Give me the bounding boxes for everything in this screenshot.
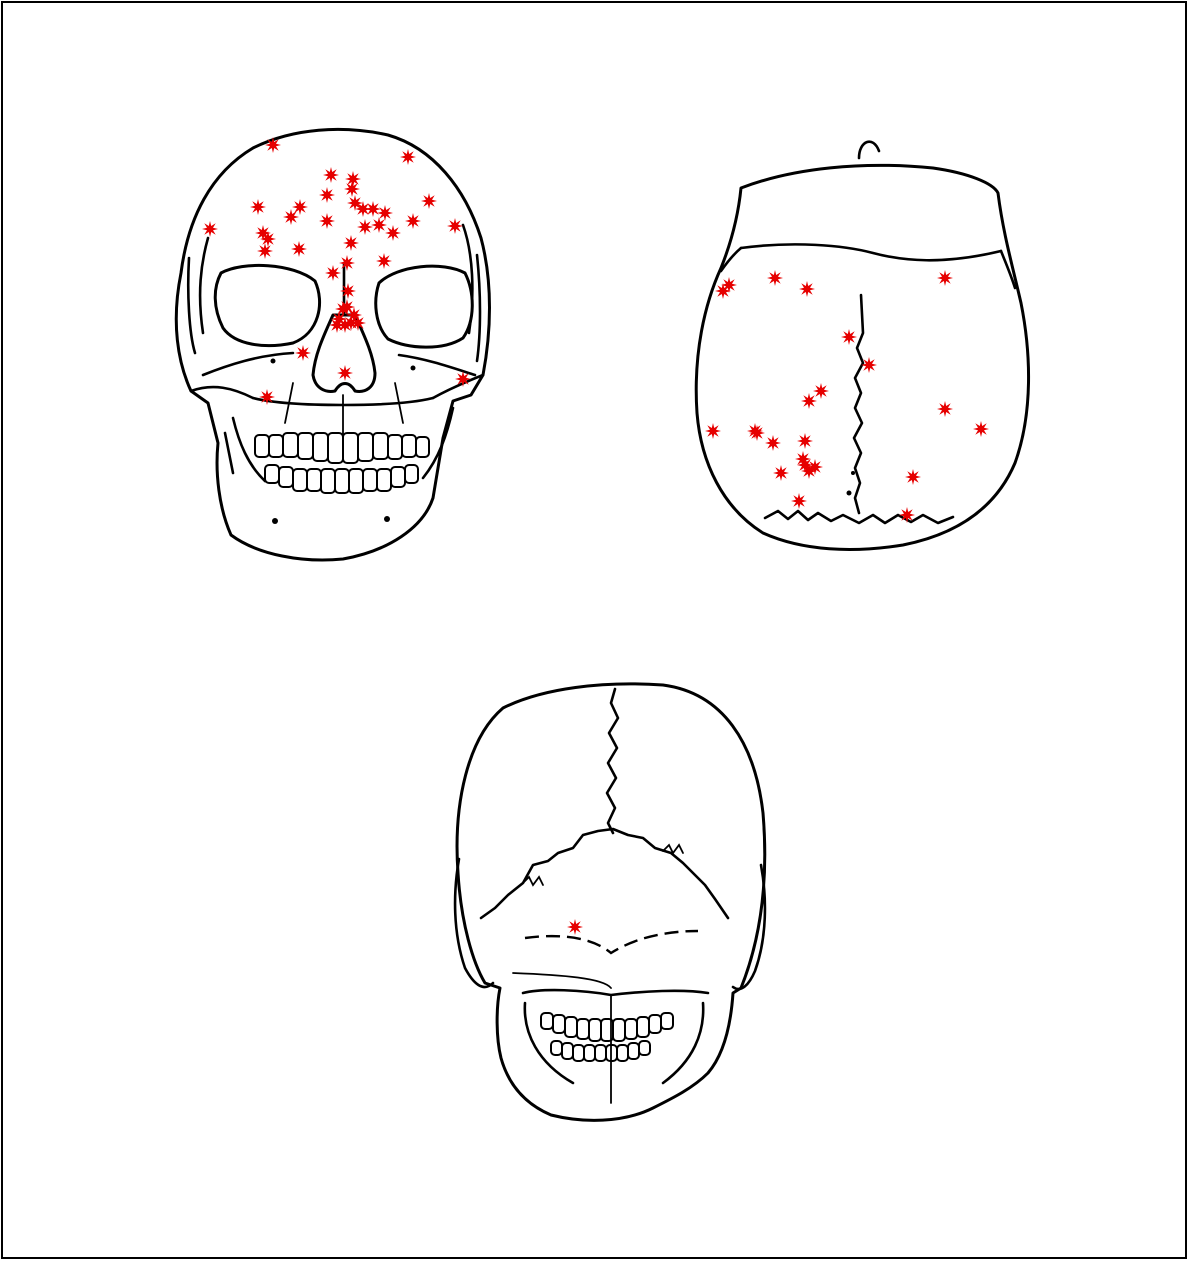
posterior-skull-view	[3, 3, 1192, 1265]
posterior-marker-1	[567, 919, 583, 935]
posterior-markers	[567, 919, 583, 935]
